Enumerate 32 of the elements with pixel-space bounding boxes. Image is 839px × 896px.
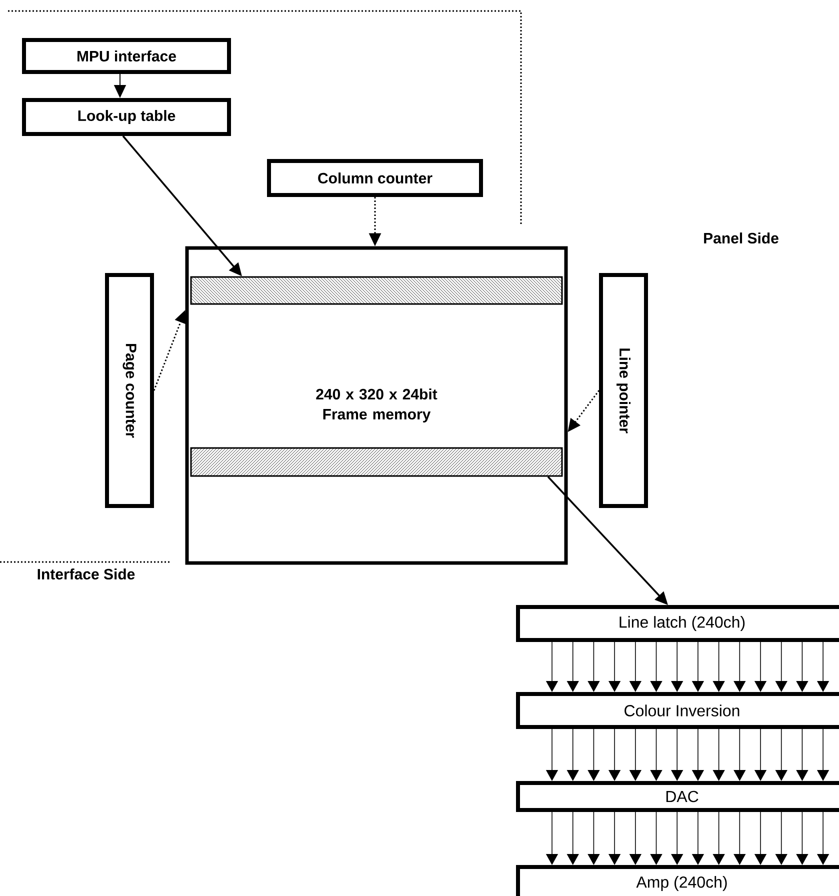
bus-arrow <box>796 812 808 865</box>
bus-arrow <box>712 728 725 781</box>
bus-arrow <box>796 728 808 781</box>
process-box: Look-up table <box>22 98 231 136</box>
bus-arrow <box>588 642 600 692</box>
process-box: Colour Inversion <box>516 692 839 729</box>
process-box: Column counter <box>267 159 483 197</box>
process-box: Page counter <box>105 273 154 508</box>
bus-arrow <box>588 728 600 781</box>
process-box: Line pointer <box>599 273 648 508</box>
bus-arrow <box>650 812 662 865</box>
hatched-band <box>190 276 563 305</box>
region-label: Interface Side <box>38 568 135 580</box>
region-label: Panel Side <box>704 232 778 244</box>
hatched-band <box>190 447 563 477</box>
process-box: Amp (240ch) <box>516 865 839 896</box>
bus-arrow <box>734 728 746 781</box>
bus-arrow <box>671 642 684 692</box>
bus-arrow <box>796 642 808 692</box>
bus-arrow <box>650 642 662 692</box>
process-box: DAC <box>516 781 839 812</box>
bus-arrow <box>712 812 725 865</box>
bus-arrow <box>671 812 684 865</box>
bus-arrow <box>671 728 684 781</box>
process-box: MPU interface <box>22 38 231 74</box>
bus-arrow <box>734 812 746 865</box>
bus-arrow <box>734 642 746 692</box>
memory-block: 240 x 320 x 24bit Frame memory <box>185 246 568 565</box>
bus-arrow <box>588 812 600 865</box>
bus-arrow <box>650 728 662 781</box>
process-box: Line latch (240ch) <box>516 605 839 642</box>
bus-arrow <box>712 642 725 692</box>
